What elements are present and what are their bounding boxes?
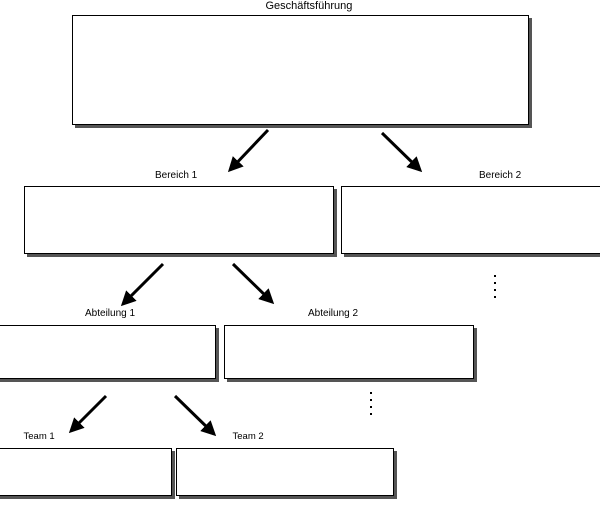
continuation-dot: [494, 275, 496, 277]
node-frame-a2: [224, 325, 474, 379]
node-frame-b1: [24, 186, 334, 254]
continuation-dot: [370, 392, 372, 394]
continuation-dot: [370, 399, 372, 401]
node-label-t1: Team 1: [23, 431, 55, 443]
arrow-b1-to-a1: [120, 262, 165, 307]
continuation-dot: [494, 296, 496, 298]
arrow-b1-to-a2: [231, 262, 275, 305]
node-label-t2: Team 2: [232, 431, 264, 443]
continuation-dot: [494, 289, 496, 291]
node-label-b1: Bereich 1: [155, 170, 198, 181]
continuation-dot: [494, 282, 496, 284]
node-frame-b2: [341, 186, 600, 254]
node-frame-t2: [176, 448, 394, 496]
continuation-dot: [370, 413, 372, 415]
arrow-gf-to-b1: [227, 128, 270, 173]
continuation-dot: [370, 406, 372, 408]
node-frame-gf: [72, 15, 529, 125]
node-label-a1: Abteilung 1: [85, 308, 136, 319]
arrow-a1-to-t1: [68, 394, 108, 434]
node-frame-a1: [0, 325, 216, 379]
arrow-gf-to-b2: [380, 131, 423, 173]
node-label-b2: Bereich 2: [479, 170, 522, 181]
node-label-gf: Geschäftsführung: [265, 0, 353, 12]
node-frame-t1: [0, 448, 172, 496]
arrow-a1-to-t2: [173, 394, 217, 437]
node-label-a2: Abteilung 2: [308, 308, 359, 319]
